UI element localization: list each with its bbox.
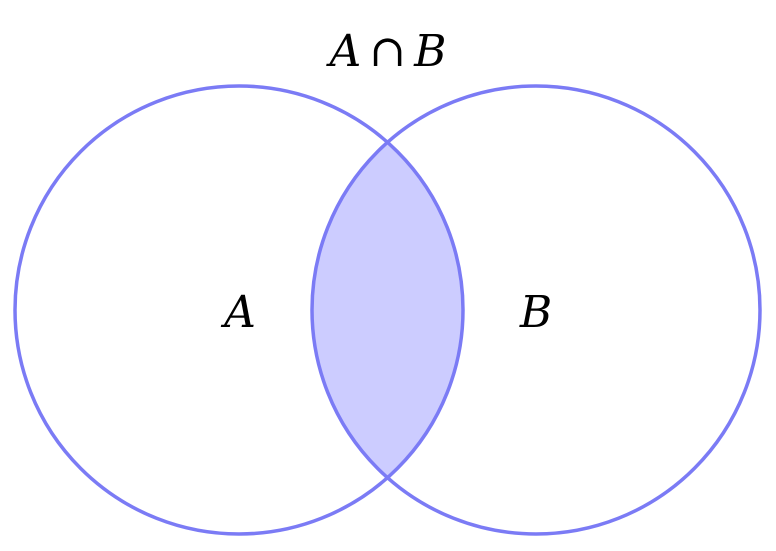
set-b-circle <box>310 84 762 536</box>
title-operator: ∩ <box>369 26 406 77</box>
set-a-circle <box>13 84 465 536</box>
title-set-a: A <box>326 26 362 77</box>
set-a-label: A <box>220 287 256 338</box>
intersection-region <box>312 142 463 478</box>
diagram-title: A∩B <box>326 26 447 77</box>
title-set-b: B <box>413 26 446 77</box>
set-b-label: B <box>519 287 552 338</box>
